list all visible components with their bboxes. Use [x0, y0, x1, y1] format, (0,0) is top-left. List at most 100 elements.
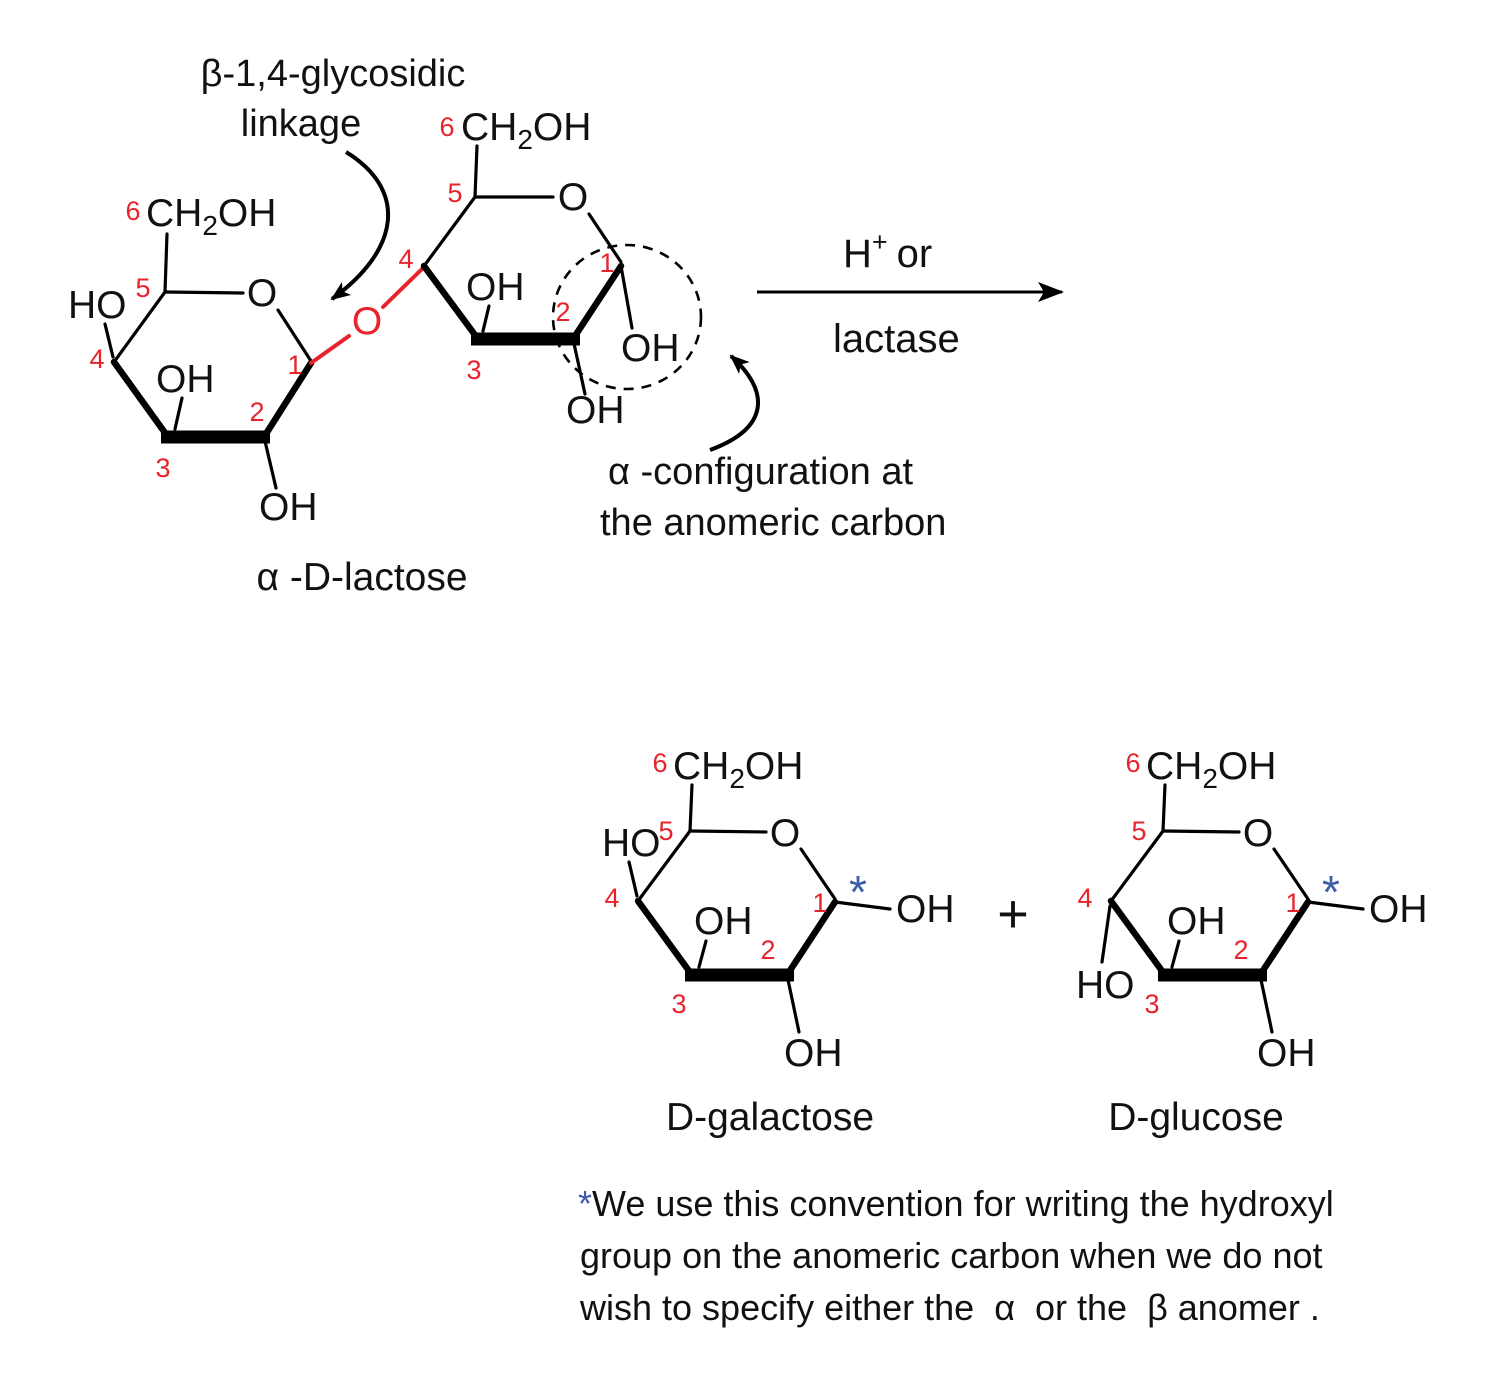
oh-label-c3: OH — [1167, 900, 1226, 943]
carbon-number-2: 2 — [555, 297, 570, 327]
oh: OH — [745, 745, 804, 788]
oh-label-c2: OH — [259, 486, 318, 529]
oh-label-c3: OH — [466, 266, 525, 309]
bond-c3-oh — [1170, 939, 1181, 969]
footnote-line3: wish to specify either the α or the β an… — [579, 1287, 1320, 1328]
carbon-number-3: 3 — [671, 989, 686, 1019]
ho-label: HO — [68, 284, 127, 327]
carbon-number-6: 6 — [652, 748, 667, 778]
bond-c2-oh — [571, 337, 587, 396]
carbon-number-6: 6 — [1125, 748, 1140, 778]
anomeric-asterisk: * — [1322, 866, 1340, 918]
ring-bond-c5-o — [1161, 829, 1241, 834]
carbon-number-5: 5 — [135, 273, 150, 303]
carbon-number-5: 5 — [658, 816, 673, 846]
ch: CH — [461, 106, 517, 149]
carbon-number-5: 5 — [447, 178, 462, 208]
bond-c2-oh — [785, 973, 801, 1034]
ring-bond-c4-c5 — [636, 829, 692, 903]
carbon-number-3: 3 — [155, 453, 170, 483]
ring-bond-c4-c5 — [112, 290, 167, 364]
alpha-config-label-line2: the anomeric carbon — [600, 502, 946, 544]
bond-c5-ch2oh — [1161, 783, 1167, 833]
carbon-number-4: 4 — [1077, 883, 1092, 913]
glycosidic-bond-left — [309, 334, 351, 365]
oh-label-c2: OH — [1257, 1032, 1316, 1075]
glycosidic-label-line1: β-1,4-glycosidic — [201, 53, 466, 95]
glycosidic-label-line2: linkage — [241, 103, 361, 145]
subscript-2: 2 — [517, 124, 533, 155]
oh: OH — [218, 192, 277, 235]
ring-bond-c1-c2 — [1256, 898, 1312, 979]
lactose-name: α -D-lactose — [256, 556, 467, 599]
ch2oh-label: CH2OH — [1146, 745, 1276, 794]
ch2oh-label: CH2OH — [673, 745, 803, 794]
ring-bond-c4-c5 — [1109, 829, 1165, 903]
oh-label-c2: OH — [784, 1032, 843, 1075]
reagent-label: H+or — [843, 227, 932, 276]
carbon-number-2: 2 — [1233, 935, 1248, 965]
ring-oxygen-label: O — [247, 272, 277, 315]
ring-bond-c4-c5 — [422, 195, 477, 268]
oh-label-c1: OH — [621, 327, 680, 370]
bond-c3-oh — [697, 939, 708, 969]
ring-bond-c1-c2 — [569, 262, 625, 343]
lactose-galactose-unit: 6 CH2OH HO O OH OH 5 4 3 2 1 — [68, 192, 318, 529]
bond-c4-ho — [103, 322, 115, 359]
glycosidic-linkage-bridge: O — [309, 267, 424, 365]
glycosidic-annotation: β-1,4-glycosidic linkage — [201, 53, 466, 301]
ring-bond-c3-c4 — [110, 358, 172, 441]
ring-bond-o-c1 — [799, 847, 837, 901]
carbon-number-3: 3 — [1144, 989, 1159, 1019]
oh-label-c3: OH — [694, 900, 753, 943]
ring-bond-o-c1 — [1272, 847, 1310, 901]
ring-bond-c5-o — [163, 290, 245, 295]
bond-c5-ch2oh — [688, 783, 694, 833]
carbon-number-1: 1 — [812, 888, 827, 918]
footnote: *We use this convention for writing the … — [578, 1183, 1334, 1328]
oh: OH — [1218, 745, 1277, 788]
plus-sign: + — [997, 884, 1029, 944]
ring-bond-c3-c4 — [420, 262, 482, 343]
carbon-number-6: 6 — [439, 112, 454, 142]
glucose-product: 6 CH2OH HO O OH OH OH * 5 4 3 2 1 D-gluc… — [1076, 745, 1428, 1139]
ring-bond-c1-c2 — [260, 359, 315, 441]
bond-c3-oh — [481, 304, 491, 333]
bond-c1-oh — [833, 900, 892, 911]
alpha-config-label-line1: α -configuration at — [608, 451, 913, 493]
bond-c4-ho — [1100, 904, 1112, 964]
bond-c3-oh — [173, 396, 184, 431]
subscript-2: 2 — [202, 210, 218, 241]
ring-bond-c1-c2 — [783, 898, 839, 979]
bond-c1-oh — [619, 264, 634, 330]
ring-oxygen-label: O — [1243, 812, 1273, 855]
alpha-configuration-annotation: α -configuration at the anomeric carbon — [551, 243, 946, 544]
galactose-product: 6 CH2OH HO O OH OH OH * 5 4 3 2 1 D-gala… — [602, 745, 955, 1139]
bond-c1-oh — [1306, 900, 1365, 911]
dashed-anomeric-circle — [551, 243, 703, 391]
reaction-conditions: H+or lactase — [757, 227, 1064, 361]
ho-label: HO — [1076, 964, 1135, 1007]
subscript-2: 2 — [1202, 763, 1218, 794]
glucose-name: D-glucose — [1108, 1096, 1284, 1139]
ch2oh-label: CH2OH — [146, 192, 276, 241]
lactose-glucose-unit: 6 CH2OH O OH OH OH 5 4 3 2 1 — [398, 106, 679, 432]
reagent-h: H — [843, 232, 872, 276]
subscript-2: 2 — [729, 763, 745, 794]
reagent-or: or — [897, 232, 933, 276]
carbon-number-1: 1 — [1285, 888, 1300, 918]
oh-label-c1: OH — [896, 888, 955, 931]
carbon-number-6: 6 — [125, 196, 140, 226]
oh-label-c3: OH — [156, 358, 215, 401]
carbon-number-1: 1 — [287, 350, 302, 380]
glycosidic-bond-right — [381, 267, 424, 309]
alpha-config-curved-arrow — [709, 354, 761, 452]
ch: CH — [146, 192, 202, 235]
ring-bond-c3-c4 — [634, 897, 696, 979]
oh-label-c1: OH — [1369, 888, 1428, 931]
glycosidic-oxygen-label: O — [352, 300, 382, 343]
carbon-number-1: 1 — [599, 248, 614, 278]
enzyme-label: lactase — [833, 317, 960, 361]
oh-label-c2: OH — [566, 389, 625, 432]
